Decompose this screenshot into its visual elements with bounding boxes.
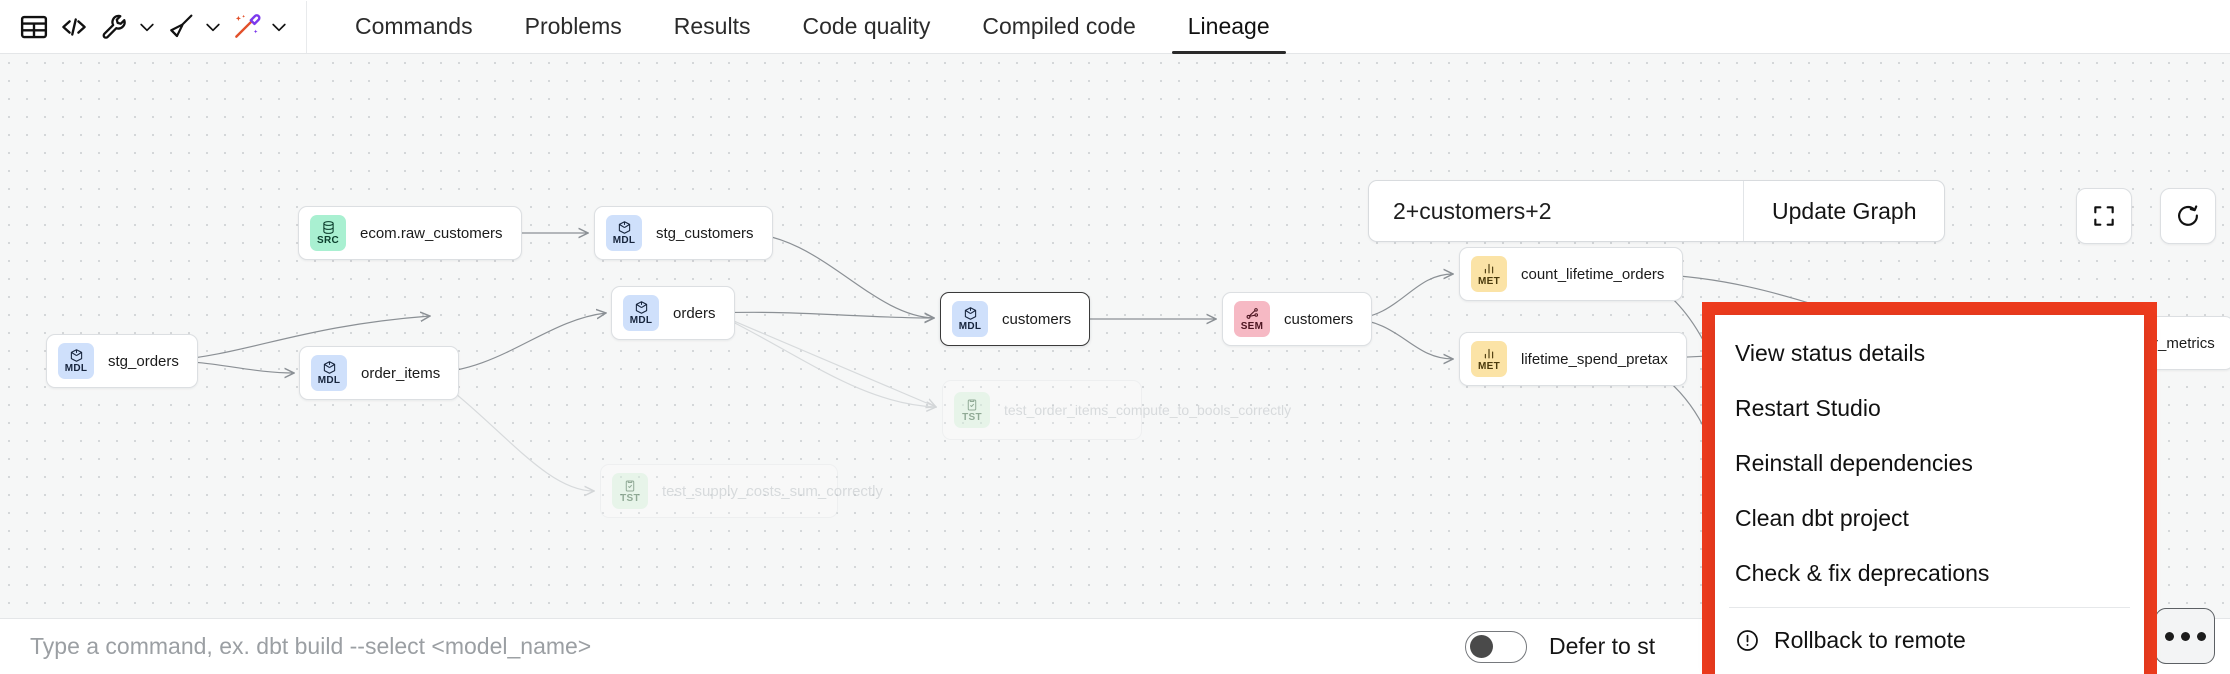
code-view-icon[interactable] <box>54 7 94 47</box>
menu-item-rollback-to-remote[interactable]: Rollback to remote <box>1715 613 2144 668</box>
badge-label: SEM <box>1240 321 1264 332</box>
top-toolbar: Commands Problems Results Code quality C… <box>0 0 2230 54</box>
magic-chevron-down-icon[interactable] <box>266 7 292 47</box>
more-actions-menu: View status details Restart Studio Reins… <box>1715 315 2144 674</box>
graph-node-ecom-raw-customers[interactable]: SRC ecom.raw_customers <box>298 206 522 260</box>
node-label: customers <box>1002 310 1072 328</box>
menu-item-view-status-details[interactable]: View status details <box>1735 340 1926 366</box>
broom-icon[interactable] <box>160 7 200 47</box>
node-label: stg_orders <box>108 352 179 370</box>
command-input[interactable] <box>30 633 1430 660</box>
menu-item-reinstall-dependencies[interactable]: Reinstall dependencies <box>1735 450 1973 476</box>
defer-label: Defer to st <box>1549 633 1656 659</box>
update-graph-button[interactable]: Update Graph <box>1743 181 1944 241</box>
badge-label: MDL <box>317 375 341 386</box>
menu-item-restart-studio[interactable]: Restart Studio <box>1735 395 1881 421</box>
graph-selector-bar: Update Graph <box>1368 180 1946 242</box>
dot <box>2164 631 2174 641</box>
badge-label: TST <box>620 492 640 504</box>
broom-chevron-down-icon[interactable] <box>200 7 226 47</box>
tab-code-quality[interactable]: Code quality <box>802 13 931 39</box>
menu-item-clean-dbt-project[interactable]: Clean dbt project <box>1735 505 1909 531</box>
menu-item-label: Rollback to remote <box>1774 627 1966 653</box>
node-label: order_items <box>361 364 441 382</box>
node-label: test_order_items_compute_to_bools_correc… <box>1004 401 1292 418</box>
mdl-badge-icon: MDL <box>952 301 988 337</box>
badge-label: MET <box>1477 361 1500 372</box>
tab-lineage[interactable]: Lineage <box>1162 0 1296 54</box>
node-label: ecom.raw_customers <box>360 224 503 242</box>
menu-separator <box>1729 607 2130 608</box>
met-badge-icon: MET <box>1471 256 1507 292</box>
node-label: customers <box>1284 310 1354 328</box>
badge-label: MDL <box>612 235 636 246</box>
tab-compiled-code[interactable]: Compiled code <box>982 13 1136 39</box>
dot <box>2196 631 2206 641</box>
defer-control: Defer to st <box>1465 619 1655 674</box>
badge-label: SRC <box>316 235 339 246</box>
mdl-badge-icon: MDL <box>606 215 642 251</box>
alert-circle-icon <box>1735 628 1760 653</box>
graph-node-stg-orders[interactable]: MDL stg_orders <box>46 334 198 388</box>
mdl-badge-icon: MDL <box>58 343 94 379</box>
magic-wand-icon[interactable] <box>226 7 266 47</box>
graph-node-customers-semantic[interactable]: SEM customers <box>1222 292 1373 346</box>
graph-node-lifetime-spend-pretax[interactable]: MET lifetime_spend_pretax <box>1459 332 1687 386</box>
defer-toggle[interactable] <box>1465 630 1527 663</box>
tab-commands[interactable]: Commands <box>355 13 473 39</box>
sem-badge-icon: SEM <box>1234 301 1270 337</box>
met-badge-icon: MET <box>1471 341 1507 377</box>
tst-badge-icon: TST <box>612 473 648 509</box>
graph-node-count-lifetime-orders[interactable]: MET count_lifetime_orders <box>1459 247 1684 301</box>
tst-badge-icon: TST <box>954 392 990 428</box>
graph-node-order-items[interactable]: MDL order_items <box>299 346 460 400</box>
panel-tabs: Commands Problems Results Code quality C… <box>329 0 1296 54</box>
badge-label: MDL <box>958 321 982 332</box>
fit-to-screen-button[interactable] <box>2076 188 2132 244</box>
node-label: orders <box>673 304 716 322</box>
badge-label: MDL <box>629 315 653 326</box>
editor-tool-group <box>0 0 292 54</box>
menu-item-check-fix-deprecations[interactable]: Check & fix deprecations <box>1735 560 1990 586</box>
graph-selector-input[interactable] <box>1369 181 1743 241</box>
graph-node-test-supply-costs-sum-correctly[interactable]: TST test_supply_costs_sum_correctly <box>600 464 883 518</box>
mdl-badge-icon: MDL <box>311 355 347 391</box>
more-actions-button[interactable] <box>2155 608 2215 664</box>
node-label: count_lifetime_orders <box>1521 265 1665 283</box>
toolbar-divider <box>306 0 307 53</box>
wrench-icon[interactable] <box>94 7 134 47</box>
node-label: lifetime_spend_pretax <box>1521 350 1668 368</box>
badge-label: MDL <box>64 363 88 374</box>
graph-node-test-order-items-compute-to-bools-correctly[interactable]: TST test_order_items_compute_to_bools_co… <box>942 380 1291 440</box>
graph-node-stg-customers[interactable]: MDL stg_customers <box>594 206 773 260</box>
mdl-badge-icon: MDL <box>623 295 659 331</box>
graph-node-customers-model[interactable]: MDL customers <box>940 292 1091 346</box>
refresh-graph-button[interactable] <box>2160 188 2216 244</box>
node-label: test_supply_costs_sum_correctly <box>662 482 883 500</box>
toggle-knob <box>1470 635 1493 658</box>
badge-label: MET <box>1477 276 1500 287</box>
tab-results[interactable]: Results <box>673 13 751 39</box>
badge-label: TST <box>962 411 982 423</box>
src-badge-icon: SRC <box>310 215 346 251</box>
tab-problems[interactable]: Problems <box>524 13 622 39</box>
table-view-icon[interactable] <box>14 7 54 47</box>
graph-node-orders[interactable]: MDL orders <box>611 286 735 340</box>
wrench-chevron-down-icon[interactable] <box>134 7 160 47</box>
node-label: stg_customers <box>656 224 754 242</box>
dot <box>2180 631 2190 641</box>
